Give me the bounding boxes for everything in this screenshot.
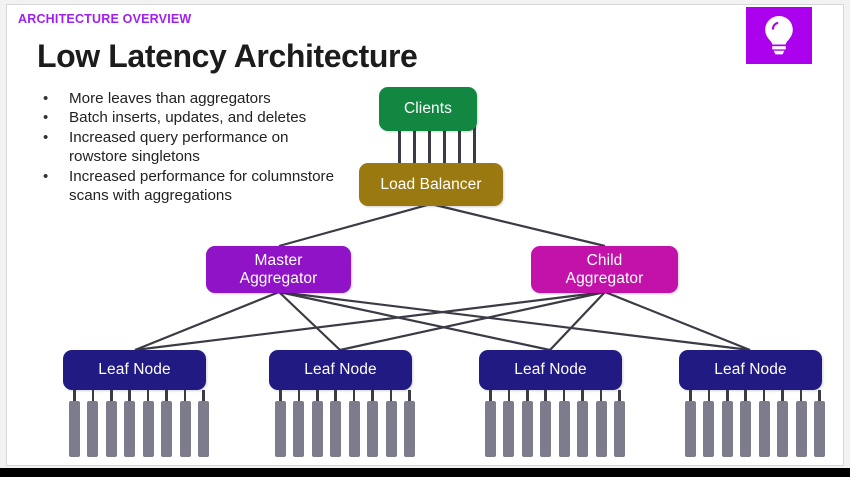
- connector-stem: [458, 125, 461, 171]
- disk-stem: [91, 390, 95, 404]
- disk-stem: [128, 390, 131, 404]
- list-item: Increased query performance on rowstore …: [35, 128, 345, 167]
- disk-stem: [762, 390, 766, 404]
- disk-stem: [726, 390, 729, 404]
- disk-stem: [618, 390, 621, 404]
- disk-stem: [389, 390, 393, 404]
- list-item: More leaves than aggregators: [35, 89, 345, 109]
- disk-stem: [599, 390, 603, 404]
- lightbulb-icon: [746, 14, 812, 56]
- disk-stem: [202, 390, 205, 404]
- disk-bar: [540, 401, 552, 457]
- node-leaf-3[interactable]: Leaf Node: [479, 350, 622, 390]
- disk-stem: [744, 390, 747, 404]
- disk-bar: [503, 401, 515, 457]
- disk-bar: [685, 401, 696, 457]
- page-title: Low Latency Architecture: [37, 38, 418, 74]
- disk-stem: [279, 390, 282, 404]
- disk-bar: [348, 401, 360, 457]
- node-leaf-4[interactable]: Leaf Node: [679, 350, 822, 390]
- disk-stem: [707, 390, 711, 404]
- bullet-list: More leaves than aggregators Batch inser…: [35, 89, 345, 205]
- disk-bar: [367, 401, 379, 457]
- disk-bar: [293, 401, 305, 457]
- disk-bar: [595, 401, 607, 457]
- disk-stem: [316, 390, 319, 404]
- disk-bar: [721, 401, 733, 457]
- connector-stem: [413, 125, 416, 171]
- node-leaf-1-label: Leaf Node: [98, 361, 171, 379]
- disk-bar: [521, 401, 533, 457]
- disk-bar: [795, 401, 807, 457]
- disk-bar: [777, 401, 789, 457]
- node-clients-label: Clients: [403, 100, 453, 118]
- connector-stem: [473, 125, 476, 171]
- disk-bar: [275, 401, 286, 457]
- node-leaf-3-label: Leaf Node: [514, 361, 587, 379]
- disk-bar: [198, 401, 209, 457]
- disk-stem: [73, 390, 76, 404]
- node-master-aggregator[interactable]: Master Aggregator: [206, 246, 351, 293]
- disk-stem: [297, 390, 301, 404]
- lightbulb-badge: [746, 7, 812, 64]
- node-master-aggregator-label-line1: Master: [254, 252, 303, 269]
- disk-stem: [489, 390, 492, 404]
- disk-stem: [781, 390, 784, 404]
- disk-bar: [385, 401, 397, 457]
- disk-stem: [371, 390, 374, 404]
- disk-stem: [526, 390, 529, 404]
- disk-bar: [330, 401, 342, 457]
- connector-stem: [443, 125, 446, 171]
- connector-stem: [428, 125, 431, 171]
- slide-eyebrow-label: ARCHITECTURE OVERVIEW: [18, 12, 192, 26]
- disk-stem: [818, 390, 821, 404]
- disk-stem: [165, 390, 168, 404]
- node-child-aggregator-label-line2: Aggregator: [565, 269, 644, 287]
- disk-stem: [544, 390, 547, 404]
- disk-stem: [110, 390, 113, 404]
- disk-bar: [311, 401, 323, 457]
- node-load-balancer[interactable]: Load Balancer: [359, 163, 503, 206]
- disk-stem: [408, 390, 411, 404]
- disk-bar: [69, 401, 80, 457]
- disk-stem: [507, 390, 511, 404]
- disk-bar: [558, 401, 570, 457]
- disk-stem: [562, 390, 566, 404]
- disk-bar: [577, 401, 589, 457]
- disk-bar: [485, 401, 496, 457]
- disk-stem: [146, 390, 150, 404]
- disk-bar: [105, 401, 117, 457]
- node-child-aggregator-label-line1: Child: [586, 252, 623, 269]
- disk-bar: [703, 401, 715, 457]
- disk-bar: [740, 401, 752, 457]
- disk-bar: [758, 401, 770, 457]
- disk-bar: [404, 401, 415, 457]
- connector-stem: [398, 125, 401, 171]
- node-leaf-1[interactable]: Leaf Node: [63, 350, 206, 390]
- disk-stem: [352, 390, 356, 404]
- node-leaf-2-label: Leaf Node: [304, 361, 377, 379]
- disk-stem: [334, 390, 337, 404]
- node-leaf-4-label: Leaf Node: [714, 361, 787, 379]
- disk-bar: [124, 401, 136, 457]
- disk-bar: [87, 401, 99, 457]
- disk-bar: [179, 401, 191, 457]
- disk-stem: [689, 390, 692, 404]
- list-item: Increased performance for columnstore sc…: [35, 167, 345, 206]
- disk-bar: [161, 401, 173, 457]
- node-master-aggregator-label-line2: Aggregator: [239, 269, 318, 287]
- node-load-balancer-label: Load Balancer: [380, 175, 482, 193]
- bottom-bar: [0, 468, 850, 477]
- list-item: Batch inserts, updates, and deletes: [35, 108, 345, 128]
- disk-bar: [142, 401, 154, 457]
- disk-stem: [183, 390, 187, 404]
- disk-stem: [581, 390, 584, 404]
- disk-bar: [814, 401, 825, 457]
- node-child-aggregator[interactable]: Child Aggregator: [531, 246, 678, 293]
- disk-bar: [614, 401, 625, 457]
- disk-stem: [799, 390, 803, 404]
- node-clients[interactable]: Clients: [379, 87, 477, 131]
- node-leaf-2[interactable]: Leaf Node: [269, 350, 412, 390]
- slide-canvas: ARCHITECTURE OVERVIEW Low Latency Archit…: [6, 4, 844, 466]
